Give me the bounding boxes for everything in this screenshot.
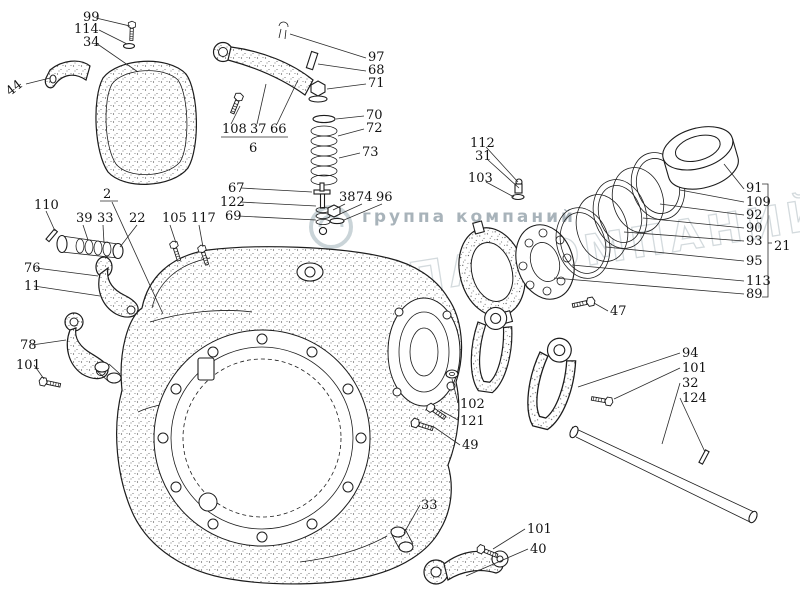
ball [318,226,328,236]
clutch-housing [116,246,463,585]
part-label-109: 109 [746,195,771,210]
part-label-101b: 101 [682,361,707,376]
part-label-112: 112 [470,136,495,151]
part-label-49: 49 [462,438,479,453]
part-label-78: 78 [20,338,37,353]
bolt [37,376,62,390]
bushing [94,361,122,384]
part-label-21: 21 [774,239,791,254]
part-label-39: 39 [76,211,93,226]
part-label-101c: 101 [527,522,552,537]
part-label-72: 72 [366,121,383,136]
part-label-91: 91 [746,181,763,196]
part-label-33b: 33 [421,498,438,513]
part-label-99: 99 [83,10,100,25]
part-label-96: 96 [376,190,393,205]
shift-fork [527,337,577,431]
washer [122,43,136,49]
part-label-90: 90 [746,221,763,236]
bushing [390,526,414,553]
ring-92 [611,167,665,233]
cover-plate [95,60,197,185]
mounting-bracket [44,60,91,89]
part-label-97: 97 [368,50,385,65]
watermark-small-text: группа компаний [362,207,576,227]
part-label-2: 2 [103,187,111,202]
lever [95,256,139,318]
stud [305,50,319,71]
part-label-68: 68 [368,63,385,78]
part-label-31: 31 [475,149,492,164]
part-label-110: 110 [34,198,59,213]
part-label-34: 34 [83,35,100,50]
bearing-retainer [458,220,526,325]
part-label-89: 89 [746,287,763,302]
part-label-38: 38 [339,190,356,205]
part-label-74: 74 [356,190,373,205]
part-label-44: 44 [3,77,25,99]
part-label-114: 114 [74,22,99,37]
part-label-69: 69 [225,209,242,224]
ring-95 [555,207,611,279]
part-label-122: 122 [220,195,245,210]
part-label-66: 66 [270,122,287,137]
collar-91 [662,126,739,190]
bolt [590,393,615,407]
part-label-105: 105 [162,211,187,226]
part-label-108: 108 [222,122,247,137]
part-label-40: 40 [530,542,547,557]
washer [329,217,345,225]
bolt [127,20,137,41]
part-label-71: 71 [368,76,385,91]
part-label-103: 103 [468,171,493,186]
fork-shaft [569,425,758,524]
pivot-pin [45,228,59,243]
bolt [571,296,597,311]
cotter-pin [278,21,289,40]
part-label-11: 11 [24,279,41,294]
part-label-70: 70 [366,108,383,123]
part-label-121: 121 [460,414,485,429]
part-label-95: 95 [746,254,763,269]
part-label-102: 102 [460,397,485,412]
ring-93 [575,194,629,262]
roller-bearing [515,224,575,300]
part-label-93: 93 [746,234,763,249]
part-label-76: 76 [24,261,41,276]
breather-valve [313,182,345,236]
part-label-33: 33 [97,211,114,226]
spring [310,114,338,186]
part-label-67: 67 [228,181,245,196]
part-label-6: 6 [249,141,257,156]
part-label-117: 117 [191,211,216,226]
release-arm [212,21,328,103]
part-label-92: 92 [746,208,763,223]
shift-fork [470,306,513,394]
leader-lines [25,17,772,577]
part-label-113: 113 [746,274,771,289]
spring-shaft [56,234,124,260]
bolt [228,91,245,116]
part-label-94: 94 [682,346,699,361]
part-label-47: 47 [610,304,627,319]
washer [445,369,459,379]
part-label-124: 124 [682,391,707,406]
grease-fitting [511,178,525,201]
nut [327,204,341,218]
part-label-22: 22 [129,211,146,226]
nut [310,80,326,97]
part-label-37: 37 [250,122,267,137]
pin [698,449,710,465]
part-label-32: 32 [682,376,699,391]
part-label-73: 73 [362,145,379,160]
part-label-101: 101 [16,358,41,373]
